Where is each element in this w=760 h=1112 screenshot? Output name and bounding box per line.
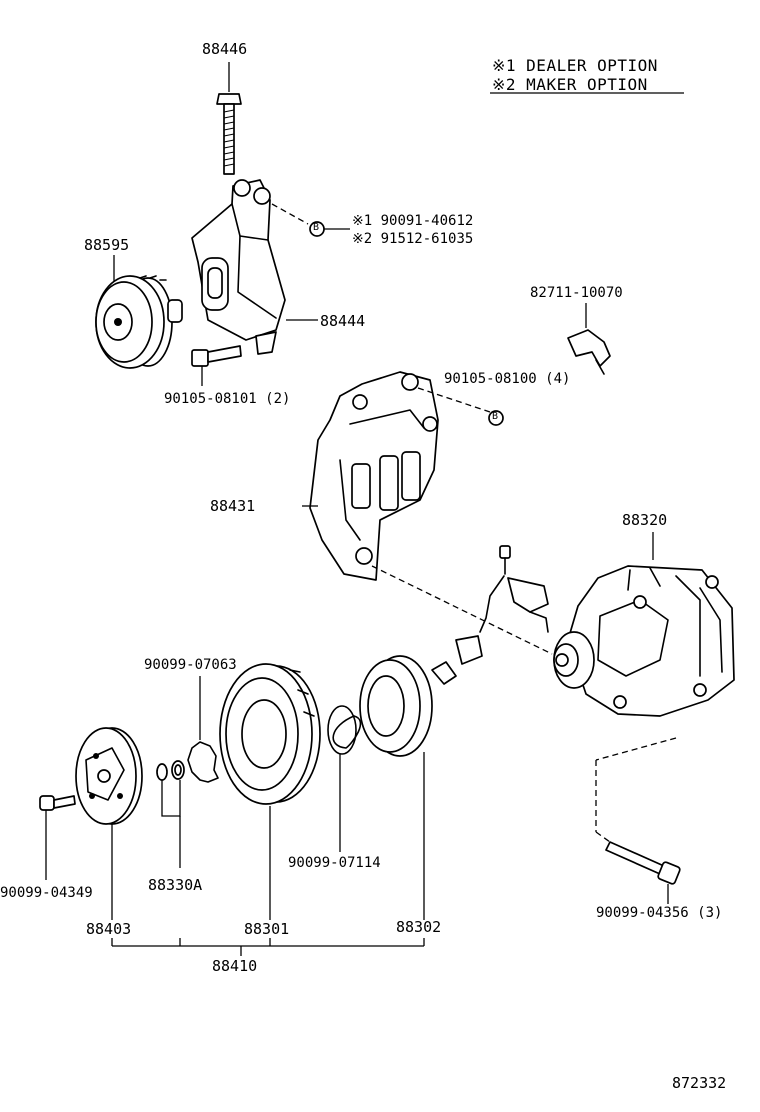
label-90099-04356: 90099-04356 (3) <box>596 905 723 921</box>
bolt-90099-04356 <box>605 841 681 904</box>
label-90099-07114: 90099-07114 <box>288 855 381 871</box>
label-88302: 88302 <box>396 918 442 936</box>
clutch-hub-88403 <box>75 727 143 920</box>
label-88410: 88410 <box>212 957 258 975</box>
bolt-88446 <box>216 62 242 175</box>
compressor-bracket-88431 <box>302 371 553 655</box>
shim-ring-90099-07063 <box>187 676 219 783</box>
idler-pulley-88595 <box>95 255 183 369</box>
label-88446: 88446 <box>202 40 248 58</box>
label-88595: 88595 <box>84 236 130 254</box>
label-option-1: ※1 90091-40612 <box>352 213 474 229</box>
label-90105-08101: 90105-08101 (2) <box>164 391 291 407</box>
bolt-90105-08101 <box>191 345 242 386</box>
figure-number: 872332 <box>672 1074 727 1092</box>
field-coil-88302 <box>359 655 457 920</box>
bubble-letter-2: B <box>492 411 499 422</box>
label-82711-10070: 82711-10070 <box>530 285 623 301</box>
label-90105-08100: 90105-08100 (4) <box>444 371 571 387</box>
legend-dealer-option: ※1 DEALER OPTION <box>492 56 658 75</box>
legend-maker-option: ※2 MAKER OPTION <box>492 75 648 94</box>
shims-88330a <box>156 760 185 868</box>
label-88301: 88301 <box>244 920 290 938</box>
label-option-2: ※2 91512-61035 <box>352 231 474 247</box>
bolt-90099-04349 <box>39 795 76 880</box>
pulley-88301 <box>219 663 321 920</box>
label-88403: 88403 <box>86 920 132 938</box>
bolt-marker-b-2 <box>488 410 504 426</box>
wire-clip-82711 <box>567 303 611 375</box>
label-88431: 88431 <box>210 497 256 515</box>
label-88444: 88444 <box>320 312 366 330</box>
label-90099-07063: 90099-07063 <box>144 657 237 673</box>
snap-ring-90099-07114 <box>327 705 362 852</box>
bracket-88444 <box>191 179 318 355</box>
label-90099-04349: 90099-04349 <box>0 885 93 901</box>
bolt-marker-b-1 <box>309 221 350 237</box>
label-88330a: 88330A <box>148 876 203 894</box>
wire-harness <box>455 545 549 665</box>
compressor-88320 <box>553 532 735 843</box>
label-88320: 88320 <box>622 511 668 529</box>
bubble-letter-1: B <box>313 222 320 233</box>
assembly-bracket-88410 <box>111 938 425 956</box>
